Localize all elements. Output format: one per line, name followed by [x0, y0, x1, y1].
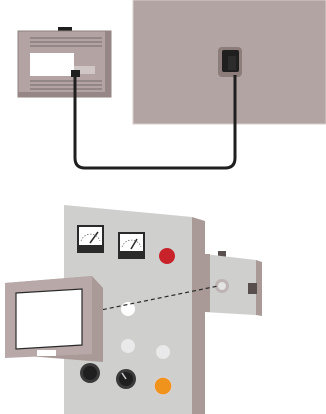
white-light-icon: [121, 339, 135, 353]
power-socket-icon: [218, 47, 242, 77]
white-light-icon: [156, 345, 170, 359]
router-plug-icon: [71, 70, 80, 77]
monitor-icon: [5, 276, 103, 362]
power-cable: [73, 75, 237, 170]
red-light-icon: [159, 248, 175, 264]
knob-icon: [116, 369, 136, 389]
gauge-icon: [77, 225, 104, 253]
gauge-icon: [118, 232, 145, 259]
white-light-icon: [121, 302, 135, 316]
sensor-icon: [204, 251, 262, 316]
router-icon: [17, 27, 112, 98]
knob-icon: [80, 363, 100, 383]
orange-light-icon: [153, 376, 173, 396]
